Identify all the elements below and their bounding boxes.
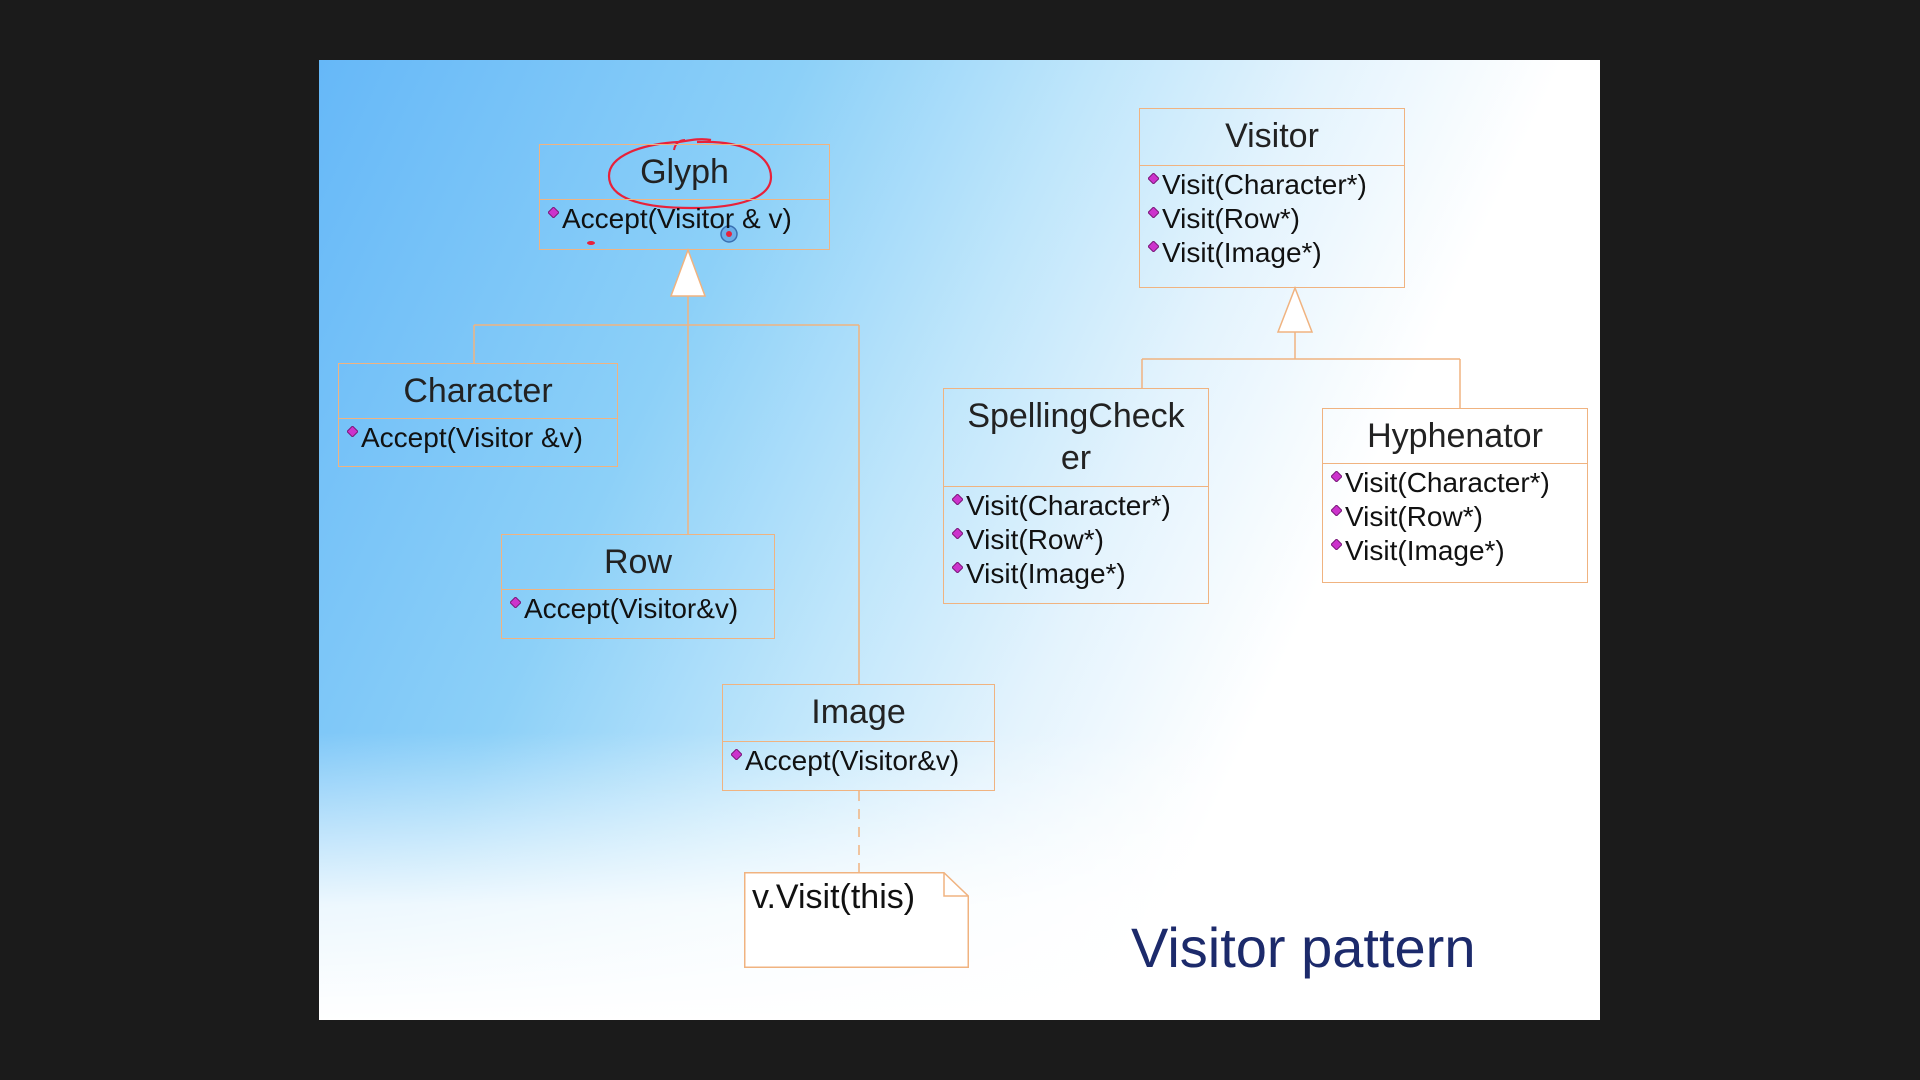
public-operation-icon	[1331, 471, 1342, 482]
operation: Visit(Character*)	[1331, 466, 1579, 500]
operation-label: Visit(Character*)	[1345, 467, 1550, 498]
public-operation-icon	[1148, 207, 1159, 218]
operation-label: Visit(Image*)	[1345, 535, 1505, 566]
operation: Accept(Visitor&v)	[510, 592, 766, 626]
slide: Glyph Accept(Visitor & v) Character Acce…	[319, 60, 1600, 1020]
note-shape	[744, 872, 969, 968]
operation-label: Visit(Row*)	[966, 524, 1104, 555]
note-text: v.Visit(this)	[752, 878, 916, 916]
public-operation-icon	[1148, 173, 1159, 184]
public-operation-icon	[731, 749, 742, 760]
operation: Visit(Row*)	[952, 523, 1200, 557]
operation: Accept(Visitor&v)	[731, 744, 986, 778]
operation-label: Visit(Image*)	[966, 558, 1126, 589]
operation: Visit(Image*)	[1331, 534, 1579, 568]
class-visitor-name: Visitor	[1140, 109, 1404, 166]
class-character-operations: Accept(Visitor &v)	[339, 419, 617, 457]
public-operation-icon	[347, 426, 358, 437]
public-operation-icon	[952, 528, 963, 539]
operation: Accept(Visitor & v)	[548, 202, 821, 236]
class-glyph[interactable]: Glyph Accept(Visitor & v)	[539, 144, 830, 250]
class-glyph-name: Glyph	[540, 145, 829, 200]
class-image-name: Image	[723, 685, 994, 742]
class-image-operations: Accept(Visitor&v)	[723, 742, 994, 780]
operation-label: Accept(Visitor&v)	[745, 745, 960, 776]
operation: Visit(Character*)	[1148, 168, 1396, 202]
class-character[interactable]: Character Accept(Visitor &v)	[338, 363, 618, 467]
class-row-name: Row	[502, 535, 774, 590]
public-operation-icon	[510, 597, 521, 608]
class-spelling-checker[interactable]: SpellingCheck er Visit(Character*) Visit…	[943, 388, 1209, 604]
cursor-icon	[720, 225, 738, 243]
public-operation-icon	[952, 562, 963, 573]
public-operation-icon	[952, 494, 963, 505]
operation-label: Visit(Row*)	[1345, 501, 1483, 532]
operation: Visit(Row*)	[1148, 202, 1396, 236]
class-spelling-checker-operations: Visit(Character*) Visit(Row*) Visit(Imag…	[944, 487, 1208, 593]
class-hyphenator-name: Hyphenator	[1323, 409, 1587, 464]
class-row[interactable]: Row Accept(Visitor&v)	[501, 534, 775, 639]
operation-label: Visit(Character*)	[1162, 169, 1367, 200]
visitor-inheritance-arrow-icon	[1276, 285, 1314, 333]
class-character-name: Character	[339, 364, 617, 419]
glyph-generalization-lines	[473, 296, 860, 684]
operation-label: Accept(Visitor &v)	[361, 422, 583, 453]
public-operation-icon	[1148, 241, 1159, 252]
operation-label: Visit(Image*)	[1162, 237, 1322, 268]
operation-label: Accept(Visitor & v)	[562, 203, 792, 234]
operation: Visit(Image*)	[1148, 236, 1396, 270]
class-spelling-checker-name: SpellingCheck er	[944, 389, 1208, 487]
red-dot-annotation	[587, 241, 595, 245]
operation: Visit(Row*)	[1331, 500, 1579, 534]
operation: Visit(Character*)	[952, 489, 1200, 523]
operation-label: Accept(Visitor&v)	[524, 593, 739, 624]
class-visitor[interactable]: Visitor Visit(Character*) Visit(Row*) Vi…	[1139, 108, 1405, 288]
public-operation-icon	[1331, 539, 1342, 550]
operation: Visit(Image*)	[952, 557, 1200, 591]
class-image[interactable]: Image Accept(Visitor&v)	[722, 684, 995, 791]
public-operation-icon	[1331, 505, 1342, 516]
slide-title: Visitor pattern	[1131, 916, 1476, 979]
class-hyphenator[interactable]: Hyphenator Visit(Character*) Visit(Row*)…	[1322, 408, 1588, 583]
connectors-layer	[473, 138, 1461, 872]
code-note[interactable]: v.Visit(this)	[744, 872, 969, 968]
operation: Accept(Visitor &v)	[347, 421, 609, 455]
red-stroke-annotation	[673, 139, 686, 151]
glyph-inheritance-arrow-icon	[669, 247, 707, 297]
class-visitor-operations: Visit(Character*) Visit(Row*) Visit(Imag…	[1140, 166, 1404, 272]
public-operation-icon	[548, 207, 559, 218]
visitor-generalization-lines	[1141, 332, 1461, 408]
operation-label: Visit(Row*)	[1162, 203, 1300, 234]
class-hyphenator-operations: Visit(Character*) Visit(Row*) Visit(Imag…	[1323, 464, 1587, 570]
operation-label: Visit(Character*)	[966, 490, 1171, 521]
class-glyph-operations: Accept(Visitor & v)	[540, 200, 829, 238]
class-row-operations: Accept(Visitor&v)	[502, 590, 774, 628]
